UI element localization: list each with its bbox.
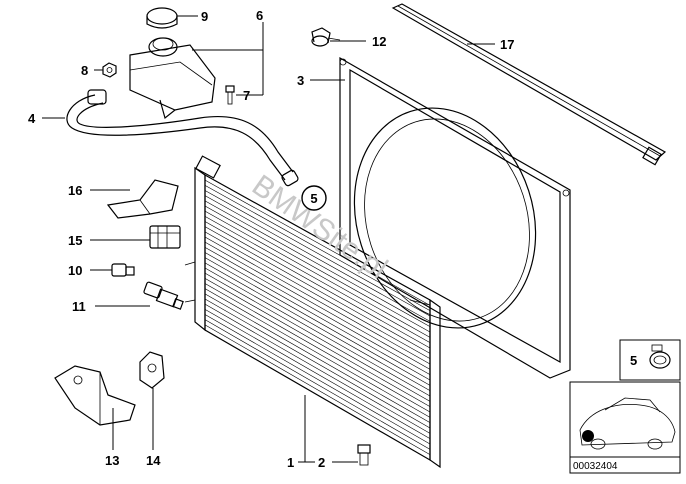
radiator-fin: [204, 293, 431, 423]
radiator-fin: [204, 262, 431, 391]
label-4: 4: [28, 111, 36, 126]
temperature-switch-11: [143, 281, 184, 310]
label-2: 2: [318, 455, 325, 470]
label-15: 15: [68, 233, 82, 248]
radiator-fin: [204, 190, 431, 317]
radiator-fin: [204, 324, 431, 455]
callout-5: 5: [301, 185, 327, 211]
radiator-fin: [204, 241, 431, 370]
radiator-fin: [204, 247, 431, 375]
screw-7: [225, 85, 235, 105]
label-7: 7: [243, 88, 250, 103]
radiator-fin: [204, 283, 431, 413]
radiator-fin: [204, 210, 431, 338]
drain-bolt: [357, 444, 371, 466]
radiator-fin: [204, 221, 431, 349]
plug-10: [111, 263, 135, 277]
radiator-fin: [204, 216, 431, 343]
radiator-fin: [204, 298, 431, 429]
leader-lines: [42, 15, 495, 463]
label-17: 17: [500, 37, 514, 52]
watermark-text: BMWSite.pl: [246, 169, 393, 286]
label-13: 13: [105, 453, 119, 468]
radiator-fin: [204, 278, 431, 407]
radiator-fin: [204, 267, 431, 397]
label-16: 16: [68, 183, 82, 198]
radiator-fin: [204, 226, 431, 354]
radiator-fin: [204, 319, 431, 450]
label-11: 11: [72, 299, 86, 314]
radiator-fin: [204, 252, 431, 381]
radiator-fin: [204, 195, 431, 322]
expansion-tank: [129, 37, 216, 120]
radiator-fin: [204, 303, 431, 434]
label-1: 1: [287, 455, 294, 470]
radiator-fin: [204, 288, 431, 418]
bracket-16: [106, 179, 179, 219]
inset-clamp-panel: 5: [619, 339, 681, 381]
radiator-fin: [204, 185, 431, 311]
tank-cap: [146, 7, 178, 29]
label-9: 9: [201, 9, 208, 24]
catalog-number: 00032404: [573, 461, 618, 472]
label-6: 6: [256, 8, 263, 23]
rubber-mount-15: [149, 225, 181, 249]
hose-clamp-icon: [649, 351, 671, 369]
radiator-fin: [204, 231, 431, 359]
rubber-mount-14: [139, 351, 165, 389]
radiator-fin: [204, 309, 431, 439]
radiator-fin: [204, 272, 431, 402]
radiator-fin: [204, 257, 431, 386]
label-10: 10: [68, 263, 82, 278]
label-8: 8: [81, 63, 88, 78]
bracket-13: [54, 365, 136, 426]
part-labels: 9 6 8 7 4 3 12 17 16 15 10 11 13 14 1 2: [28, 8, 514, 470]
rubber-strip: [391, 3, 667, 166]
location-marker-icon: [582, 430, 594, 442]
hex-nut: [102, 62, 117, 78]
label-14: 14: [146, 453, 161, 468]
fan-shroud: [339, 56, 571, 379]
callout-5-label: 5: [310, 191, 317, 206]
radiator-fin: [204, 314, 431, 445]
car-locator-inset: 00032404: [569, 381, 681, 474]
coolant-hose: [66, 89, 299, 187]
clip-12: [311, 27, 341, 47]
radiator-fin: [204, 236, 431, 365]
label-12: 12: [372, 34, 386, 49]
radiator-fin: [204, 205, 431, 333]
inset-label: 5: [630, 353, 637, 368]
label-3: 3: [297, 73, 304, 88]
radiator-fin: [204, 200, 431, 327]
